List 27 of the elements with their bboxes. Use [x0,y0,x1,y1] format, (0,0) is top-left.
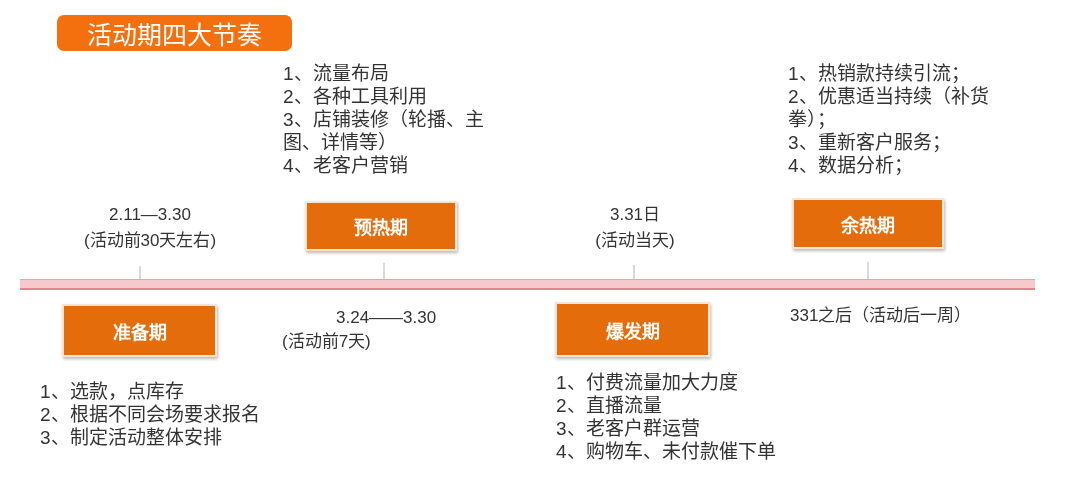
phase-box: 准备期 [62,304,217,357]
list-item: 2、各种工具利用 [283,85,427,108]
list-item: 3、老客户群运营 [556,417,700,440]
phase-box: 预热期 [305,201,457,251]
list-item: 1、选款，点库存 [40,380,184,403]
date-label: 3.31日 [609,204,661,226]
list-item: 2、优惠适当持续（补货拳）； [788,85,990,131]
title-banner: 活动期四大节奏 [57,15,292,51]
date-label: (活动前7天) [282,331,371,353]
list-item: 2、根据不同会场要求报名 [40,403,260,426]
list-item: 1、热销款持续引流； [788,62,970,85]
phase-box: 爆发期 [555,302,710,357]
list-item: 3、重新客户服务； [788,131,951,154]
list-item: 4、数据分析； [788,154,913,177]
date-label: 3.24——3.30 [336,307,437,329]
list-item: 4、购物车、未付款催下单 [556,440,776,463]
date-label: (活动当天) [595,230,675,252]
list-item: 1、流量布局 [283,62,389,85]
phase-box: 余热期 [792,198,944,249]
list-item: 3、店铺装修（轮播、主图、详情等） [283,108,485,154]
date-label: (活动前30天左右) [83,230,217,252]
date-label: 2.11—3.30 [109,204,191,226]
list-item: 2、直播流量 [556,394,662,417]
list-item: 1、付费流量加大力度 [556,371,738,394]
list-item: 3、制定活动整体安排 [40,426,222,449]
date-label: 331之后（活动后一周） [790,305,972,327]
list-item: 4、老客户营销 [283,154,408,177]
